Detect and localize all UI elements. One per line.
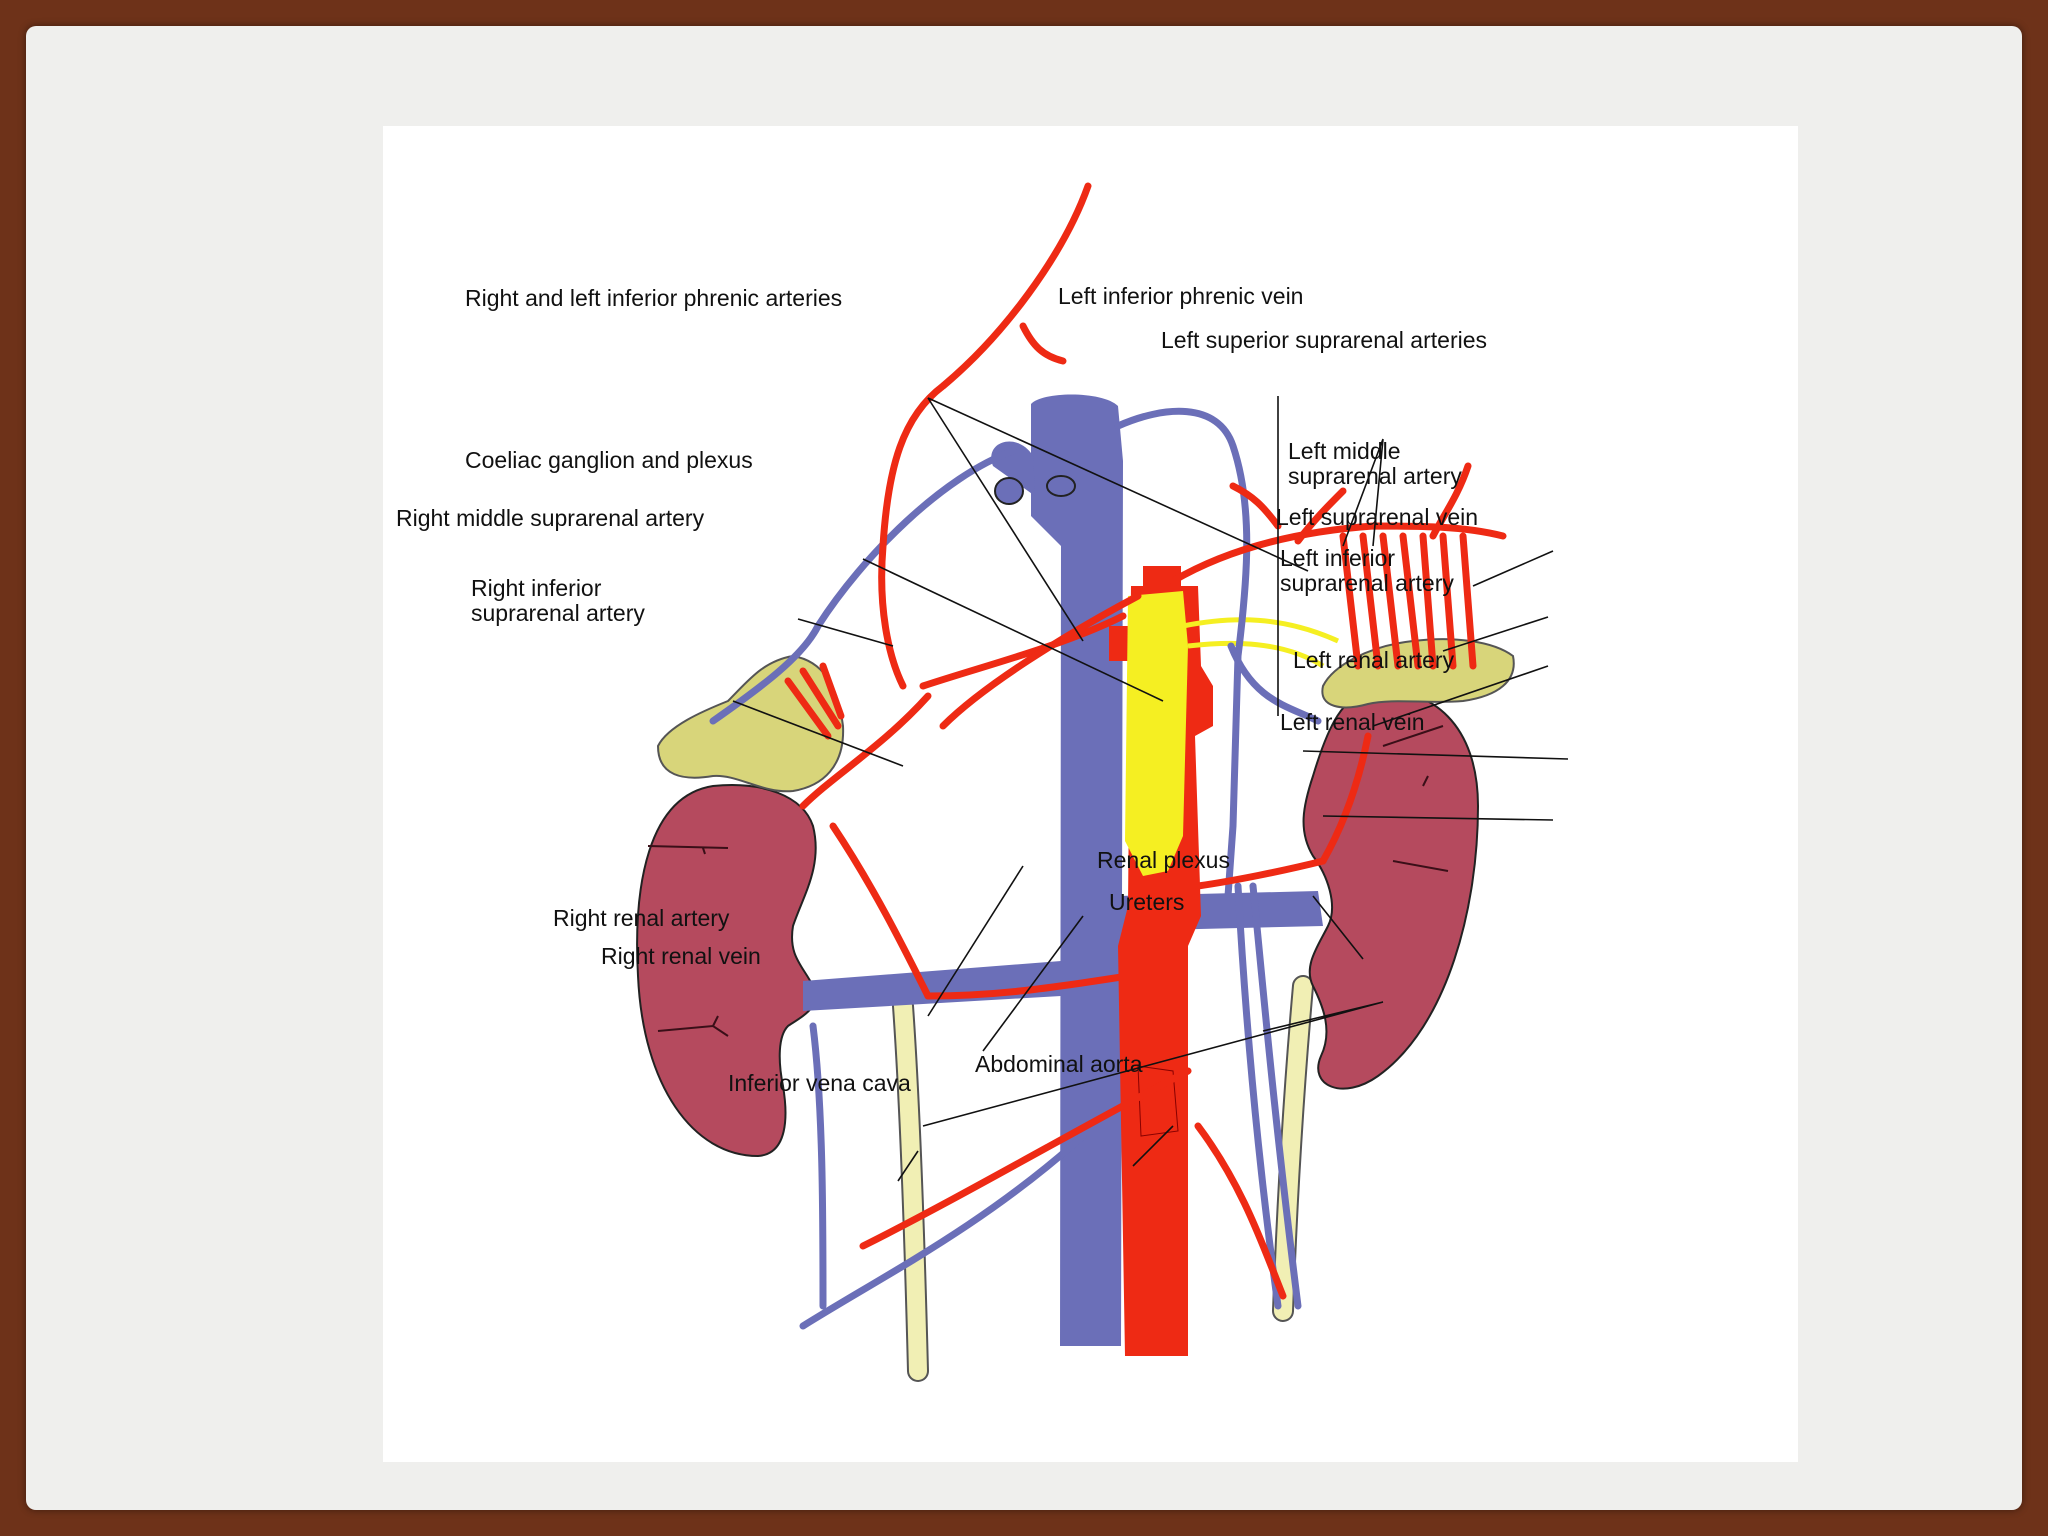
figure-panel: Right and left inferior phrenic arteries… — [383, 126, 1798, 1462]
label-right-renal-artery: Right renal artery — [553, 905, 730, 931]
label-renal-plexus: Renal plexus — [1097, 847, 1230, 873]
label-right-middle: Right middle suprarenal artery — [396, 505, 705, 531]
label-left-middle-2: suprarenal artery — [1288, 463, 1462, 489]
label-right-renal-vein: Right renal vein — [601, 943, 761, 969]
label-left-inferior-1: Left inferior — [1280, 545, 1395, 571]
label-ureters: Ureters — [1109, 889, 1184, 915]
label-left-superior-suprarenal: Left superior suprarenal arteries — [1161, 327, 1487, 353]
label-abdominal-aorta: Abdominal aorta — [975, 1051, 1143, 1077]
label-phrenic-arteries: Right and left inferior phrenic arteries — [465, 285, 842, 311]
label-right-inferior-2: suprarenal artery — [471, 600, 645, 626]
slide-frame: Right and left inferior phrenic arteries… — [26, 26, 2022, 1510]
label-right-inferior-1: Right inferior — [471, 575, 602, 601]
label-left-renal-vein: Left renal vein — [1280, 709, 1424, 735]
label-left-phrenic-vein: Left inferior phrenic vein — [1058, 283, 1303, 309]
label-left-suprarenal-vein: Left suprarenal vein — [1276, 504, 1478, 530]
label-left-inferior-2: suprarenal artery — [1280, 570, 1454, 596]
right-renal-vein — [803, 961, 1061, 1011]
label-left-renal-artery: Left renal artery — [1293, 647, 1455, 673]
label-left-middle-1: Left middle — [1288, 438, 1401, 464]
right-kidney — [637, 785, 816, 1156]
left-kidney — [1304, 691, 1478, 1089]
coeliac-plexus — [1125, 591, 1188, 876]
label-coeliac: Coeliac ganglion and plexus — [465, 447, 753, 473]
adrenal-anatomy-diagram: Right and left inferior phrenic arteries… — [383, 126, 1798, 1462]
label-inferior-vena-cava: Inferior vena cava — [728, 1070, 911, 1096]
